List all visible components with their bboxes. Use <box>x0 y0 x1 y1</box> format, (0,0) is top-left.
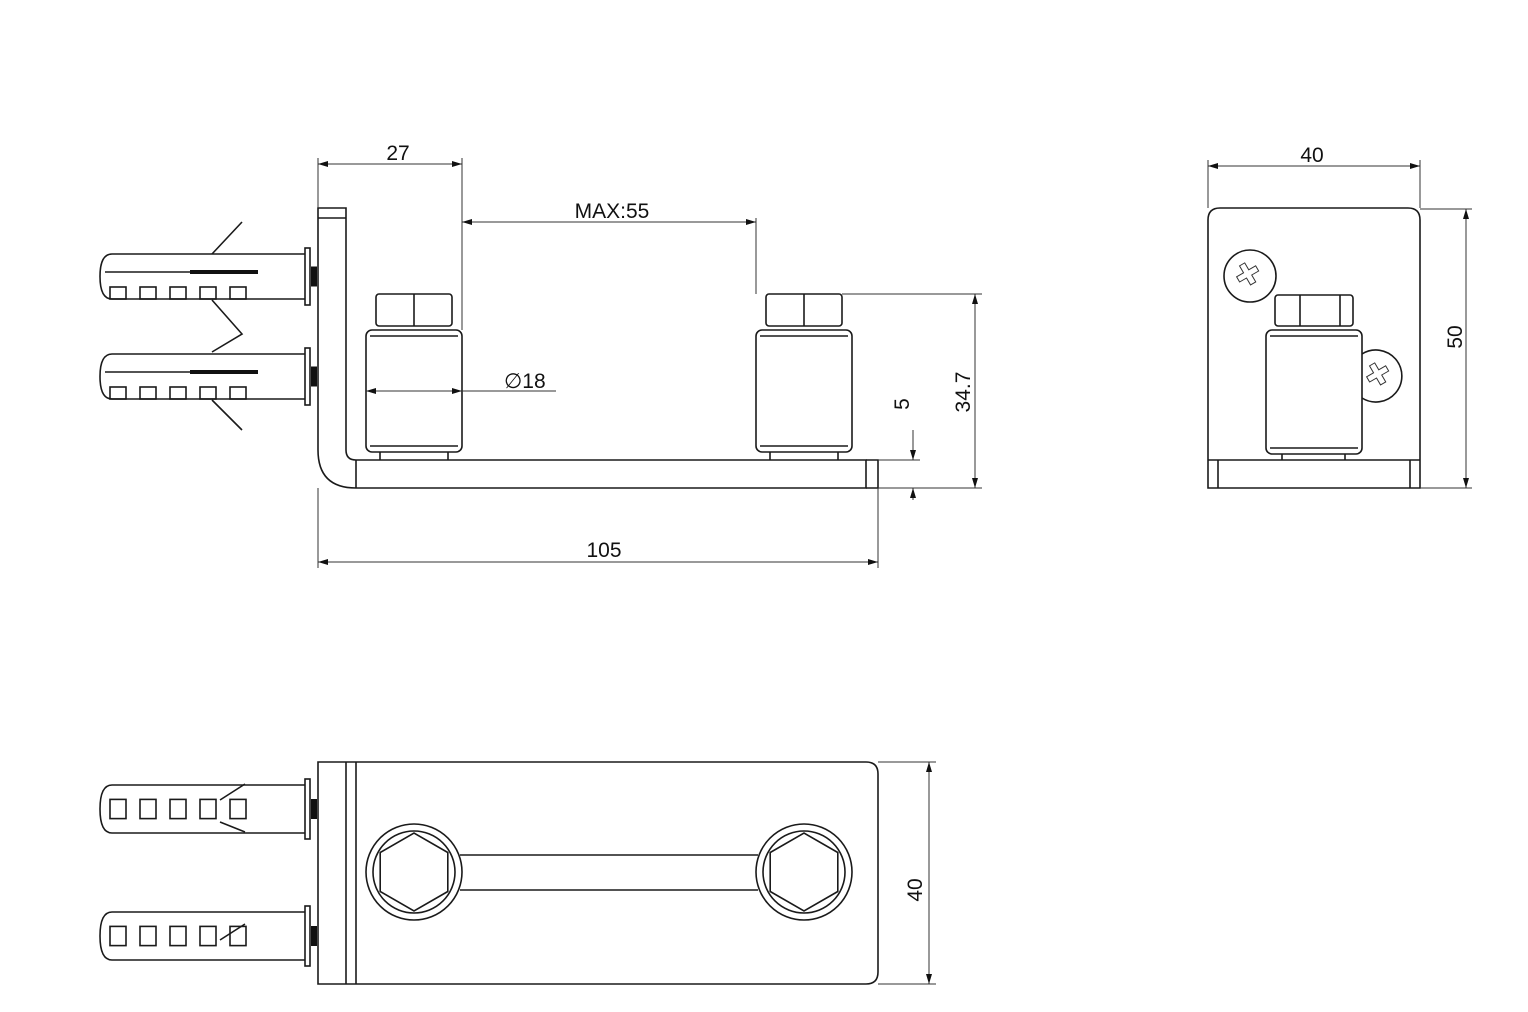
anchor-rib <box>229 386 247 400</box>
anchor-rib <box>139 925 157 947</box>
anchor-rib <box>169 925 187 947</box>
hex-nut <box>769 832 839 912</box>
wall-anchor <box>99 347 317 406</box>
dimension-5: 5 <box>878 398 982 500</box>
anchor-rib <box>139 798 157 820</box>
anchor-rib <box>229 925 247 947</box>
anchor-washer <box>311 266 317 287</box>
anchor-washer <box>311 366 317 387</box>
anchor-screw <box>190 370 258 374</box>
anchor-wings <box>219 783 246 941</box>
wall-anchor <box>99 247 317 306</box>
dim-105-label: 105 <box>586 539 621 562</box>
dim-27-label: 27 <box>386 142 409 165</box>
anchor-flange <box>304 905 311 967</box>
anchor-rib <box>199 386 217 400</box>
hole-outer <box>755 823 853 921</box>
roller-left <box>365 293 463 460</box>
dimension-max55: MAX:55 <box>462 200 757 294</box>
dimension-50: 50 <box>1420 208 1472 489</box>
dim-40-side-label: 40 <box>1300 144 1323 167</box>
dimension-27: 27 <box>317 142 463 330</box>
wall-anchor <box>99 778 317 840</box>
anchor-washer <box>311 799 317 819</box>
hole-inner <box>762 830 846 914</box>
anchor-rib <box>229 798 247 820</box>
screw-head-upper <box>1223 249 1277 303</box>
dim-5-label: 5 <box>891 398 914 410</box>
anchor-rib <box>169 386 187 400</box>
anchor-washer <box>311 926 317 946</box>
roller-holes <box>365 823 853 921</box>
anchor-wings <box>211 221 244 431</box>
dim-dia18-label: ∅18 <box>504 370 546 393</box>
anchor-rib <box>109 925 127 947</box>
anchor-body <box>99 784 305 834</box>
anchor-rib <box>199 925 217 947</box>
wall-anchors-bottom <box>99 778 317 967</box>
anchor-flange <box>304 247 311 306</box>
anchor-flange <box>304 778 311 840</box>
dimension-40-bottom: 40 <box>878 761 936 985</box>
hole-outer <box>365 823 463 921</box>
bracket <box>317 207 879 489</box>
dim-50-label: 50 <box>1444 325 1467 348</box>
dim-max55-label: MAX:55 <box>575 200 650 223</box>
dimension-diameter-18: ∅18 <box>366 370 556 394</box>
anchor-body <box>99 911 305 961</box>
hex-nut <box>379 832 449 912</box>
wall-anchors <box>99 221 317 431</box>
screw-head-lower <box>1361 349 1403 403</box>
wall-anchor <box>99 905 317 967</box>
anchor-rib <box>229 286 247 300</box>
anchor-rib <box>199 286 217 300</box>
dimension-34-7: 34.7 <box>842 293 982 488</box>
bottom-view: 40 <box>99 761 936 985</box>
dim-40-bottom-label: 40 <box>904 878 927 901</box>
anchor-rib <box>109 286 127 300</box>
front-view: 27 MAX:55 ∅18 5 34.7 105 <box>99 142 982 568</box>
anchor-body <box>99 253 305 300</box>
dimension-105: 105 <box>317 488 879 568</box>
dimension-40-side: 40 <box>1207 144 1421 208</box>
anchor-rib <box>109 386 127 400</box>
anchor-rib <box>169 286 187 300</box>
roller-side <box>1265 294 1363 460</box>
anchor-screw <box>190 270 258 274</box>
dim-34-7-label: 34.7 <box>952 372 975 413</box>
roller-right <box>755 293 853 460</box>
anchor-rib <box>109 798 127 820</box>
anchor-rib <box>169 798 187 820</box>
side-view: 40 50 <box>1207 144 1472 489</box>
anchor-flange <box>304 347 311 406</box>
anchor-rib <box>199 798 217 820</box>
anchor-rib <box>139 286 157 300</box>
hole-inner <box>372 830 456 914</box>
anchor-body <box>99 353 305 400</box>
anchor-rib <box>139 386 157 400</box>
